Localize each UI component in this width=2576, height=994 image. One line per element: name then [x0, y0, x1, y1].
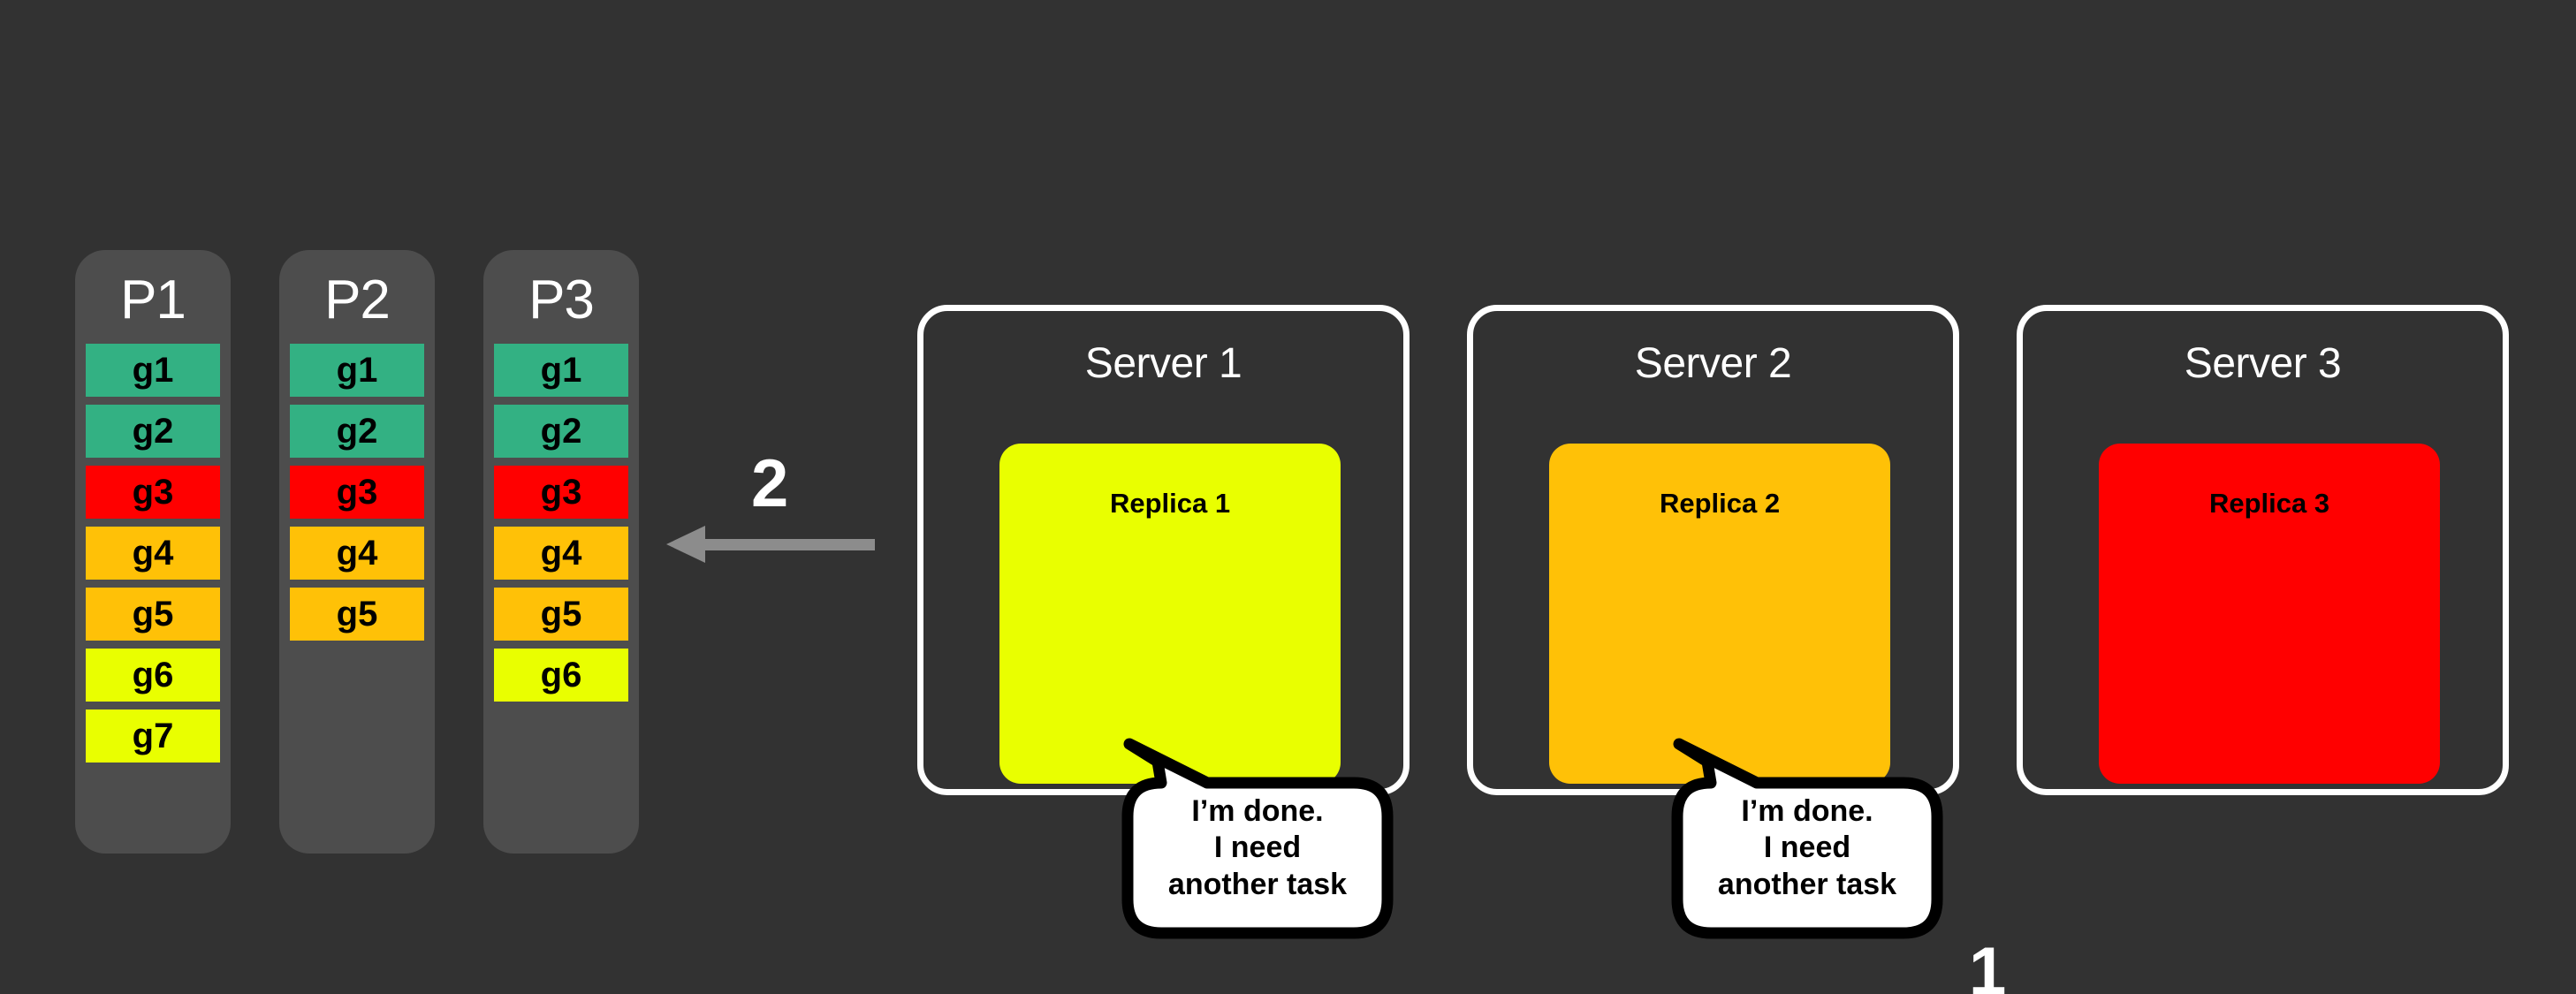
replica-box-3: Replica 3	[2099, 444, 2440, 784]
task-block: g2	[290, 405, 424, 458]
task-block: g2	[494, 405, 628, 458]
task-list: g1 g2 g3 g4 g5 g6 g7	[75, 344, 231, 763]
task-block: g3	[290, 466, 424, 519]
flow-arrow-group: 2	[666, 451, 875, 565]
speech-bubble-server-1: I’m done. I need another task	[1112, 738, 1403, 939]
task-block: g5	[290, 588, 424, 641]
task-block: g1	[494, 344, 628, 397]
task-block: g4	[494, 527, 628, 580]
speech-bubble-text: I’m done. I need another task	[1167, 794, 1348, 901]
task-block: g6	[86, 649, 220, 702]
step-number-1: 1	[1969, 934, 2007, 994]
replica-label: Replica 1	[1109, 488, 1231, 519]
server-title: Server 2	[1634, 340, 1792, 387]
server-title: Server 3	[2184, 340, 2342, 387]
task-list: g1 g2 g3 g4 g5 g6	[483, 344, 639, 702]
speech-bubble-shape	[1121, 738, 1394, 939]
task-block: g2	[86, 405, 220, 458]
partition-column-p2: P2 g1 g2 g3 g4 g5	[279, 250, 435, 854]
partition-title: P2	[324, 269, 391, 330]
replica-label: Replica 2	[1659, 488, 1781, 519]
arrow-shaft	[700, 539, 875, 550]
task-block: g4	[86, 527, 220, 580]
partition-column-p1: P1 g1 g2 g3 g4 g5 g6 g7	[75, 250, 231, 854]
server-box-2: Server 2 Replica 2	[1467, 305, 1959, 795]
server-box-3: Server 3 Replica 3	[2017, 305, 2509, 795]
task-list: g1 g2 g3 g4 g5	[279, 344, 435, 641]
replica-box-1: Replica 1	[999, 444, 1341, 784]
speech-bubble-shape	[1671, 738, 1943, 939]
replica-label: Replica 3	[2208, 488, 2330, 519]
task-block: g4	[290, 527, 424, 580]
partition-title: P3	[528, 269, 595, 330]
task-block: g5	[494, 588, 628, 641]
speech-bubble-server-2: I’m done. I need another task	[1661, 738, 1953, 939]
partition-title: P1	[120, 269, 186, 330]
server-box-1: Server 1 Replica 1	[917, 305, 1410, 795]
task-block: g3	[86, 466, 220, 519]
server-title: Server 1	[1084, 340, 1242, 387]
replica-box-2: Replica 2	[1549, 444, 1890, 784]
task-block: g6	[494, 649, 628, 702]
speech-bubble-text: I’m done. I need another task	[1717, 794, 1897, 901]
task-block: g1	[86, 344, 220, 397]
task-block: g3	[494, 466, 628, 519]
task-block: g5	[86, 588, 220, 641]
arrow-head-left-icon	[666, 526, 705, 563]
task-block: g1	[290, 344, 424, 397]
step-number-2: 2	[751, 446, 789, 521]
partition-column-p3: P3 g1 g2 g3 g4 g5 g6	[483, 250, 639, 854]
task-block: g7	[86, 709, 220, 763]
